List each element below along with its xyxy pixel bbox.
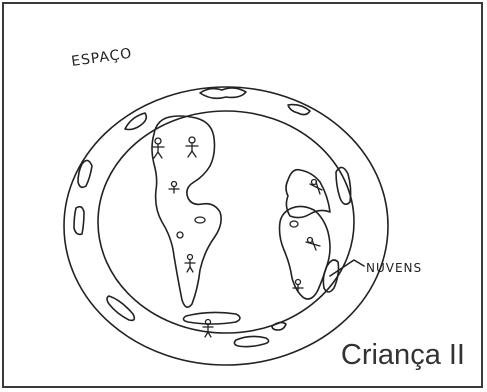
continent-americas	[152, 116, 221, 307]
cloud	[183, 312, 240, 324]
earth-circle	[98, 111, 354, 333]
continent-africa-lower	[280, 206, 331, 299]
small-marker	[195, 217, 205, 223]
person-figure	[152, 138, 164, 158]
cloud	[74, 207, 84, 235]
space-label: ESPAÇO	[70, 46, 133, 70]
cloud	[200, 88, 246, 98]
small-marker	[177, 232, 183, 238]
small-marker	[290, 221, 298, 227]
stick-figures	[152, 137, 322, 337]
label-pointer	[330, 260, 364, 276]
continent-africa	[286, 170, 330, 218]
cloud-group	[74, 88, 351, 347]
cloud	[107, 296, 134, 320]
clouds-label: NUVENS	[366, 261, 422, 275]
cloud	[336, 167, 351, 204]
caption: Criança II	[341, 339, 465, 372]
person-figure	[306, 238, 320, 251]
person-figure	[169, 182, 179, 194]
child-drawing: ESPAÇO NUVENS	[4, 4, 485, 390]
cloud	[234, 336, 268, 346]
person-figure	[203, 320, 213, 338]
drawing-frame: ESPAÇO NUVENS Criança II	[2, 2, 483, 388]
person-figure	[186, 137, 198, 157]
person-figure	[185, 255, 195, 273]
